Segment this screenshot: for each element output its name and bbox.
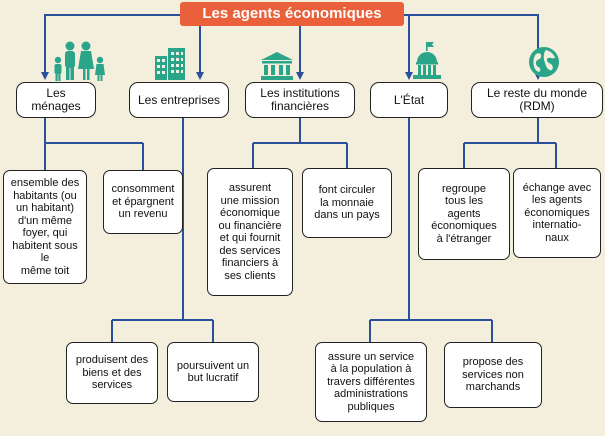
rdm-definition-box: regroupe tous les agents économiques à l… [418,168,510,260]
institutions-money-box: font circuler la monnaie dans un pays [302,168,392,238]
etat-offer-box: propose des services non marchands [444,342,542,408]
diagram-title: Les agents économiques [180,2,404,26]
category-entreprises: Les entreprises [129,82,229,118]
rdm-role-box: échange avec les agents économiques inte… [513,168,601,258]
entreprises-produce-box: produisent des biens et des services [66,342,158,404]
category-institutions-financieres: Les institutions financières [245,82,355,118]
menages-role-box: consomment et épargnent un revenu [103,170,183,234]
bank-icon [261,52,293,80]
category-menages: Les ménages [16,82,96,118]
institutions-role-box: assurent une mission économique ou finan… [207,168,293,296]
entreprises-goal-box: poursuivent un but lucratif [167,342,259,402]
globe-icon [529,47,559,77]
category-reste-du-monde: Le reste du monde (RDM) [471,82,603,118]
category-etat: L'État [370,82,448,118]
etat-service-box: assure un service à la population à trav… [315,342,427,422]
capitol-icon [413,42,441,79]
family-icon [54,41,105,81]
building-icon [155,48,185,80]
menages-definition-box: ensemble des habitants (ou un habitant) … [3,170,87,284]
